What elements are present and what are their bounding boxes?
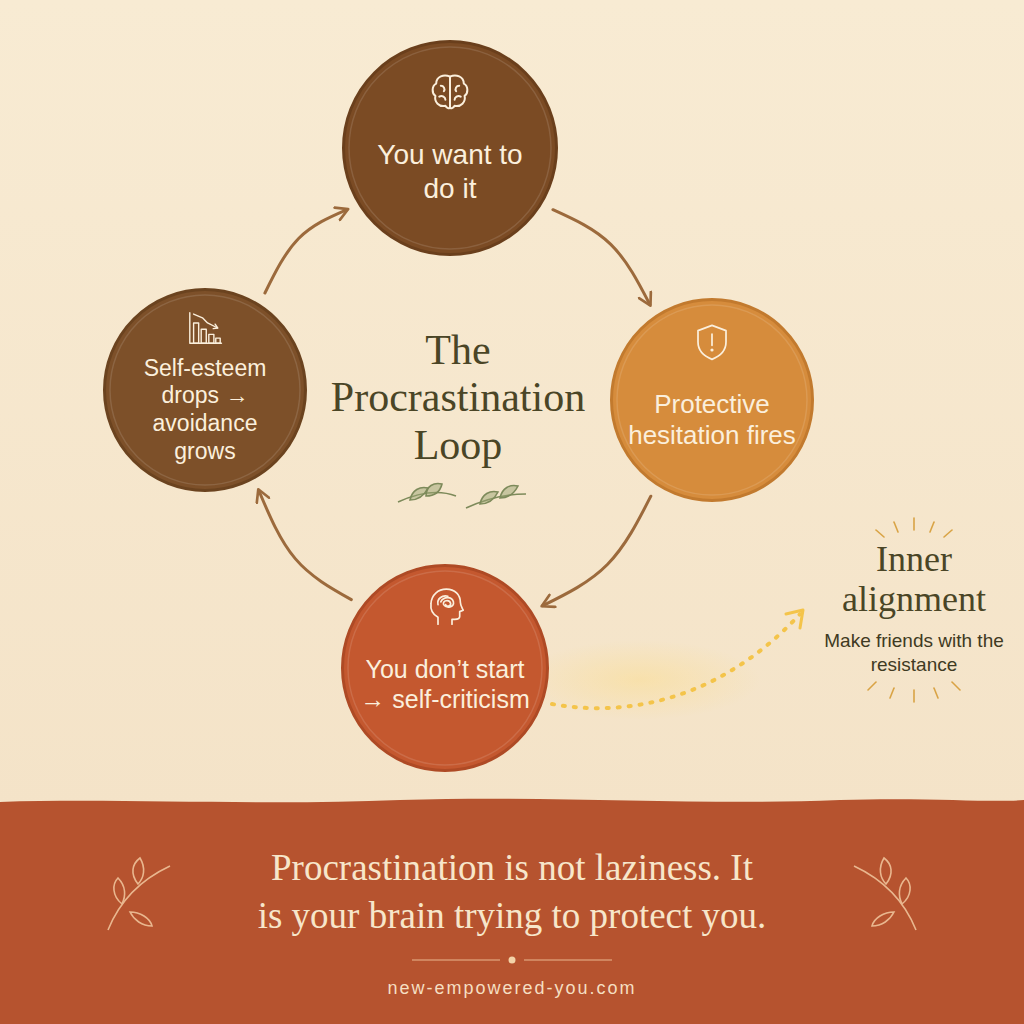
divider — [412, 957, 612, 964]
node-icon — [190, 313, 222, 343]
node-label: Protective hesitation fires — [628, 389, 796, 451]
callout-heading: Inner alignment — [814, 540, 1014, 619]
node-label: Self-esteem drops → avoidance grows — [125, 355, 285, 465]
circle-ring — [617, 305, 807, 495]
node-label: You want to do it — [362, 138, 538, 205]
circle-ring — [348, 571, 542, 765]
circle-fill — [344, 42, 557, 255]
node-text-box: You don’t start → self-criticism — [352, 654, 538, 714]
loop-circle: Protective hesitation fires — [610, 298, 814, 502]
node-icon — [433, 75, 468, 108]
circle-ring — [110, 295, 300, 485]
node-label: You don’t start → self-criticism — [352, 654, 538, 714]
loop-arrow — [543, 496, 651, 605]
website-url: new-empowered-you.com — [212, 978, 812, 999]
circle-fill — [105, 290, 306, 491]
node-icon — [431, 589, 463, 624]
caption-quote: Procrastination is not laziness. It is y… — [92, 844, 932, 940]
circle-fill — [343, 566, 548, 771]
circle-fill — [612, 300, 813, 501]
loop-circle: You want to do it — [342, 40, 558, 256]
caption-band — [0, 799, 1024, 1024]
diagram-title: The Procrastination Loop — [303, 327, 613, 468]
callout-text: Make friends with the resistance — [814, 629, 1014, 677]
dotted-arrow-head — [786, 610, 803, 628]
loop-circle: Self-esteem drops → avoidance grows — [103, 288, 307, 492]
callout-group: Inner alignmentMake friends with the res… — [814, 540, 1014, 677]
loop-arrow — [553, 210, 650, 305]
node-text-box: Self-esteem drops → avoidance grows — [125, 355, 285, 465]
loop-arrow — [265, 210, 347, 293]
circle-ring — [349, 47, 551, 249]
loop-arrow — [259, 491, 352, 600]
loop-circle: You don’t start → self-criticism — [341, 564, 549, 772]
node-text-box: Protective hesitation fires — [628, 389, 796, 451]
glow — [520, 640, 760, 720]
node-icon — [698, 325, 726, 359]
node-text-box: You want to do it — [362, 138, 538, 205]
leaf-ornament — [398, 484, 526, 509]
dotted-arrow — [552, 614, 800, 708]
